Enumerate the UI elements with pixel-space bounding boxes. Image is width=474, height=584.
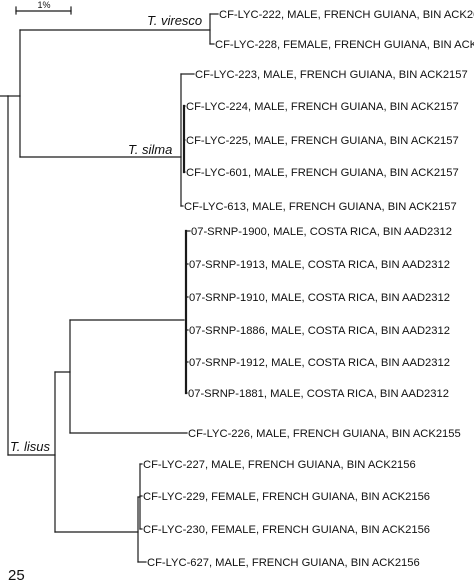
tip-label: CF-LYC-601, MALE, FRENCH GUIANA, BIN ACK… [186,167,459,179]
scale-bar: 1% [15,0,72,15]
tip-label: 07-SRNP-1912, MALE, COSTA RICA, BIN AAD2… [189,357,450,369]
scale-bar-label: 1% [37,0,50,10]
tip-label: CF-LYC-228, FEMALE, FRENCH GUIANA, BIN A… [215,39,474,51]
tip-label: CF-LYC-229, FEMALE, FRENCH GUIANA, BIN A… [143,491,430,503]
figure-number: 25 [8,567,25,584]
clade-label-lisus: T. lisus [10,439,50,454]
tip-label: CF-LYC-627, MALE, FRENCH GUIANA, BIN ACK… [147,557,420,569]
tree-branches [0,13,219,563]
tip-label: CF-LYC-226, MALE, FRENCH GUIANA, BIN ACK… [188,428,461,440]
tip-label: 07-SRNP-1881, MALE, COSTA RICA, BIN AAD2… [188,388,449,400]
tip-label: CF-LYC-222, MALE, FRENCH GUIANA, BIN ACK… [219,9,474,21]
clade-label-silma: T. silma [128,142,172,157]
tip-label: 07-SRNP-1900, MALE, COSTA RICA, BIN AAD2… [191,226,452,238]
tip-label: CF-LYC-227, MALE, FRENCH GUIANA, BIN ACK… [143,459,416,471]
tip-label: 07-SRNP-1886, MALE, COSTA RICA, BIN AAD2… [189,325,450,337]
clade-labels: T. viresco T. silma T. lisus [10,13,202,454]
tip-label: CF-LYC-225, MALE, FRENCH GUIANA, BIN ACK… [186,135,459,147]
tip-label: 07-SRNP-1913, MALE, COSTA RICA, BIN AAD2… [189,259,450,271]
tip-label: CF-LYC-224, MALE, FRENCH GUIANA, BIN ACK… [186,101,459,113]
tip-labels: CF-LYC-222, MALE, FRENCH GUIANA, BIN ACK… [143,9,474,569]
tip-label: CF-LYC-613, MALE, FRENCH GUIANA, BIN ACK… [184,201,457,213]
tip-label: 07-SRNP-1910, MALE, COSTA RICA, BIN AAD2… [189,292,450,304]
tip-label: CF-LYC-230, FEMALE, FRENCH GUIANA, BIN A… [143,524,430,536]
tip-label: CF-LYC-223, MALE, FRENCH GUIANA, BIN ACK… [195,69,468,81]
clade-label-viresco: T. viresco [147,13,202,28]
